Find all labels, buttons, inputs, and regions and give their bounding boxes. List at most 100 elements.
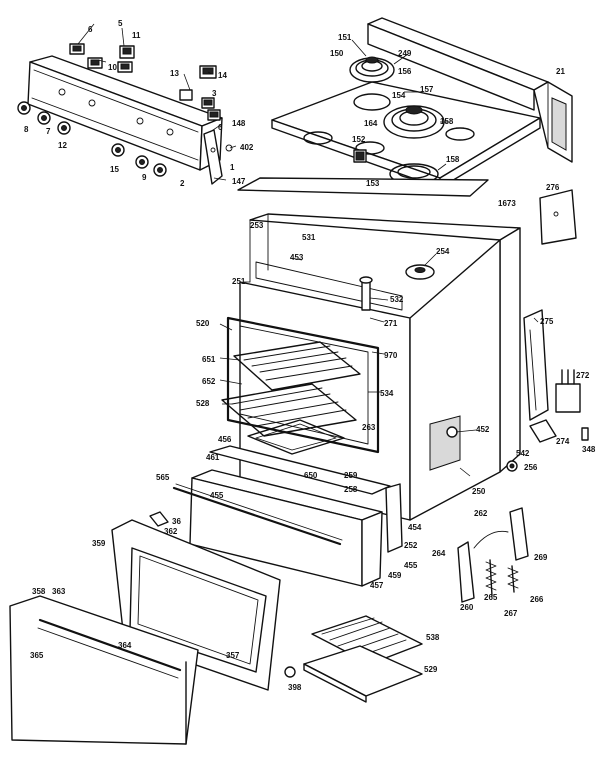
screw-348 <box>581 427 589 441</box>
element-terminal-block <box>429 415 461 471</box>
callout-652: 652 <box>202 377 216 386</box>
callout-362: 362 <box>164 527 178 536</box>
callout-36: 36 <box>172 517 181 526</box>
callout-455b: 455 <box>404 561 418 570</box>
callout-456: 456 <box>218 435 232 444</box>
callout-455a: 455 <box>210 491 224 500</box>
callout-459: 459 <box>388 571 402 580</box>
callout-3: 3 <box>212 89 217 98</box>
callout-150: 150 <box>330 49 344 58</box>
callout-651: 651 <box>202 355 216 364</box>
backguard <box>367 17 573 163</box>
callout-348: 348 <box>582 445 596 454</box>
callout-153: 153 <box>366 179 380 188</box>
callout-labels: 6 5 11 10 13 14 3 8 7 12 15 9 2 148 6 40… <box>24 19 596 692</box>
callout-398: 398 <box>288 683 302 692</box>
receptacle-152 <box>353 149 367 163</box>
callout-457: 457 <box>370 581 384 590</box>
callout-454: 454 <box>408 523 422 532</box>
door-hinge-clip <box>149 511 169 527</box>
callout-11: 11 <box>132 31 141 40</box>
callout-267: 267 <box>504 609 518 618</box>
oven-cavity <box>226 316 380 454</box>
callout-275: 275 <box>540 317 554 326</box>
callout-1: 1 <box>230 163 235 172</box>
callout-365: 365 <box>30 651 44 660</box>
callout-274: 274 <box>556 437 570 446</box>
callout-461: 461 <box>206 453 220 462</box>
callout-151: 151 <box>338 33 352 42</box>
oven-sensor <box>359 276 373 311</box>
callout-252: 252 <box>404 541 418 550</box>
thermostat-254 <box>405 264 435 280</box>
callout-265: 265 <box>484 593 498 602</box>
callout-402: 402 <box>240 143 254 152</box>
callout-452: 452 <box>476 425 490 434</box>
rear-cover-276 <box>539 189 577 245</box>
callout-5: 5 <box>118 19 123 28</box>
callout-249: 249 <box>398 49 412 58</box>
oven-door-outer <box>9 595 199 745</box>
callout-9: 9 <box>142 173 147 182</box>
callout-529: 529 <box>424 665 438 674</box>
callout-970: 970 <box>384 351 398 360</box>
callout-13: 13 <box>170 69 179 78</box>
callout-271: 271 <box>384 319 398 328</box>
leader-lines <box>77 23 539 477</box>
callout-259: 259 <box>344 471 358 480</box>
side-bracket-275 <box>523 309 549 421</box>
callout-276: 276 <box>546 183 560 192</box>
callout-264: 264 <box>432 549 446 558</box>
callout-2: 2 <box>180 179 185 188</box>
callout-531: 531 <box>302 233 316 242</box>
callout-272: 272 <box>576 371 590 380</box>
bake-element <box>247 419 345 455</box>
terminal-block-272 <box>555 369 581 413</box>
door-stop-398 <box>284 666 296 678</box>
surface-unit-left <box>349 56 395 111</box>
callout-266: 266 <box>530 595 544 604</box>
broiler-pan <box>303 645 423 703</box>
callout-152: 152 <box>352 135 366 144</box>
callout-147: 147 <box>232 177 246 186</box>
control-panel <box>27 55 223 171</box>
callout-532: 532 <box>390 295 404 304</box>
callout-359: 359 <box>92 539 106 548</box>
callout-534: 534 <box>380 389 394 398</box>
callout-357: 357 <box>226 651 240 660</box>
callout-364: 364 <box>118 641 132 650</box>
callout-538: 538 <box>426 633 440 642</box>
callout-258: 258 <box>344 485 358 494</box>
drawer-glide-252 <box>385 483 403 553</box>
oven-rack-upper <box>233 341 361 391</box>
callout-453: 453 <box>290 253 304 262</box>
door-hinge-assembly <box>457 507 529 603</box>
callout-1673: 1673 <box>498 199 516 208</box>
callout-363: 363 <box>52 587 66 596</box>
callout-263: 263 <box>362 423 376 432</box>
callout-154: 154 <box>392 91 406 100</box>
callout-528: 528 <box>196 399 210 408</box>
callout-6: 6 <box>88 25 93 34</box>
callout-164: 164 <box>364 119 378 128</box>
callout-15: 15 <box>110 165 119 174</box>
callout-10: 10 <box>108 63 117 72</box>
oven-rack-lower <box>221 383 357 437</box>
bracket-274 <box>529 419 557 443</box>
callout-256: 256 <box>524 463 538 472</box>
callout-157: 157 <box>420 85 434 94</box>
callout-158b: 158 <box>446 155 460 164</box>
callout-358: 358 <box>32 587 46 596</box>
callout-6b: 6 <box>218 123 223 132</box>
callout-253: 253 <box>250 221 264 230</box>
control-knobs <box>17 101 167 177</box>
callout-12: 12 <box>58 141 67 150</box>
callout-7: 7 <box>46 127 51 136</box>
callout-156: 156 <box>398 67 412 76</box>
callout-565: 565 <box>156 473 170 482</box>
callout-148: 148 <box>232 119 246 128</box>
callout-14: 14 <box>218 71 227 80</box>
callout-269: 269 <box>534 553 548 562</box>
callout-251: 251 <box>232 277 246 286</box>
